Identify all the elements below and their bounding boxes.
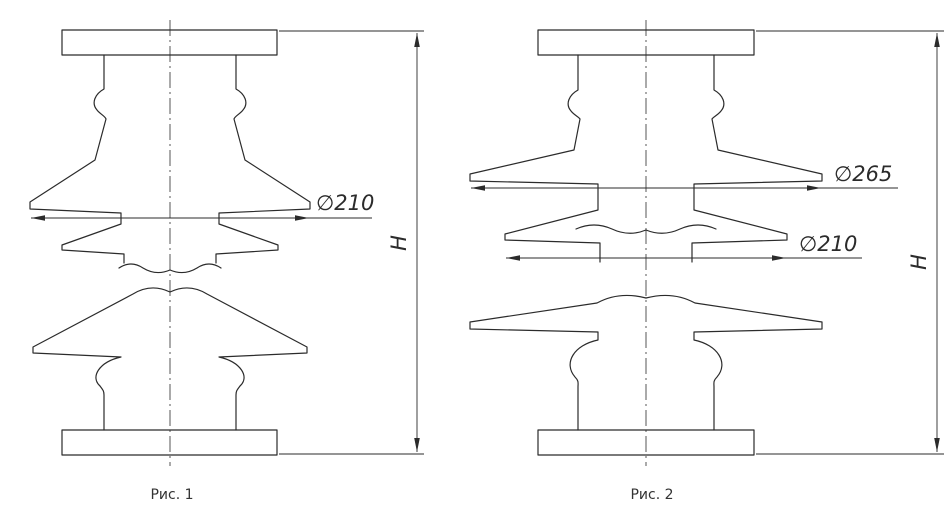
fig1-height-dimension: H xyxy=(279,30,424,455)
fig1-body-right xyxy=(169,54,311,431)
fig1-diameter-label: ∅210 xyxy=(316,191,374,215)
fig1-top-flange xyxy=(61,29,278,56)
fig2-bottom-flange xyxy=(537,429,755,456)
fig1-body-left xyxy=(29,54,171,431)
fig2-caption: Рис. 2 xyxy=(630,487,673,503)
fig2-top-flange xyxy=(537,29,755,56)
fig2-body-left xyxy=(469,54,647,431)
fig2-body-right xyxy=(645,54,823,431)
fig2-top-diameter-label: ∅265 xyxy=(834,162,892,186)
figure-1: ∅210 H Рис. 1 xyxy=(29,20,424,503)
fig1-height-label: H xyxy=(387,235,411,251)
fig1-bottom-flange xyxy=(61,429,278,456)
fig2-height-dimension: H xyxy=(756,30,944,455)
figure-2: ∅265 ∅210 H Рис. 2 xyxy=(469,20,944,503)
fig2-second-diameter-dimension: ∅210 xyxy=(506,232,862,261)
fig2-height-label: H xyxy=(907,254,931,270)
fig2-second-diameter-label: ∅210 xyxy=(799,232,857,256)
fig1-caption: Рис. 1 xyxy=(150,487,193,503)
fig1-diameter-dimension: ∅210 xyxy=(31,191,374,221)
fig2-top-diameter-dimension: ∅265 xyxy=(471,162,898,191)
